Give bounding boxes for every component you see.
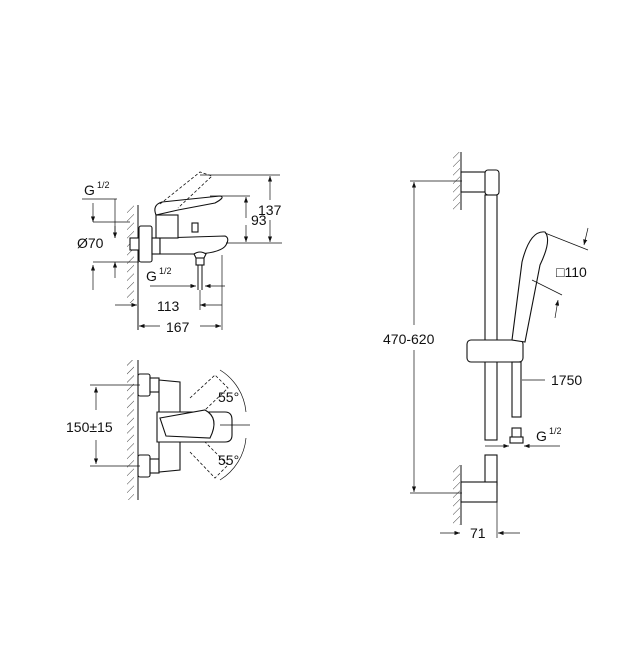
- wall-hatch: [453, 465, 460, 525]
- wall-hatch: [127, 205, 134, 303]
- diverter-knob: [191, 222, 199, 233]
- thread-label-main: G: [84, 182, 95, 198]
- outlet-thread-fraction: 1/2: [159, 266, 172, 276]
- height-137-label: 137: [258, 202, 282, 218]
- escutcheon: [138, 225, 153, 263]
- head-size-label: □110: [556, 264, 587, 280]
- outlet-thread-main: G: [146, 268, 157, 284]
- wall-hatch: [127, 360, 134, 500]
- centres-label: 150±15: [66, 419, 113, 435]
- hose-thread-main: G: [536, 428, 547, 444]
- top-bracket: [460, 171, 488, 193]
- angle-bottom-label: 55°: [218, 452, 239, 468]
- hand-shower: [511, 231, 549, 343]
- depth-167-label: 167: [166, 319, 190, 335]
- diameter-label: Ø70: [77, 235, 104, 251]
- nut: [151, 237, 161, 255]
- rail-range-label: 470-620: [383, 331, 435, 347]
- depth-113-label: 113: [157, 298, 180, 314]
- wall-connector: [129, 237, 140, 251]
- rail-bar: [484, 194, 498, 441]
- spout-body: [159, 235, 229, 255]
- projection-label: 71: [470, 525, 486, 541]
- hose: [511, 361, 522, 418]
- thread-label-fraction: 1/2: [97, 180, 110, 190]
- mixer-front-view: 150±15 55° 55°: [66, 360, 250, 500]
- shower-rail-view: 470-620 □110 1750 G 1/2 71: [383, 152, 589, 541]
- slider: [466, 339, 524, 363]
- mixer-body: [155, 214, 179, 239]
- lever-handle: [154, 195, 223, 216]
- height-93-label: 93: [251, 212, 267, 228]
- hose-length-label: 1750: [551, 372, 582, 388]
- angle-top-label: 55°: [218, 389, 239, 405]
- lever-front: [159, 409, 215, 439]
- hose-thread-fraction: 1/2: [549, 426, 562, 436]
- mixer-side-view: G 1/2 Ø70 93 137 G 1/2 113 1: [77, 171, 282, 335]
- bottom-bracket: [460, 481, 498, 503]
